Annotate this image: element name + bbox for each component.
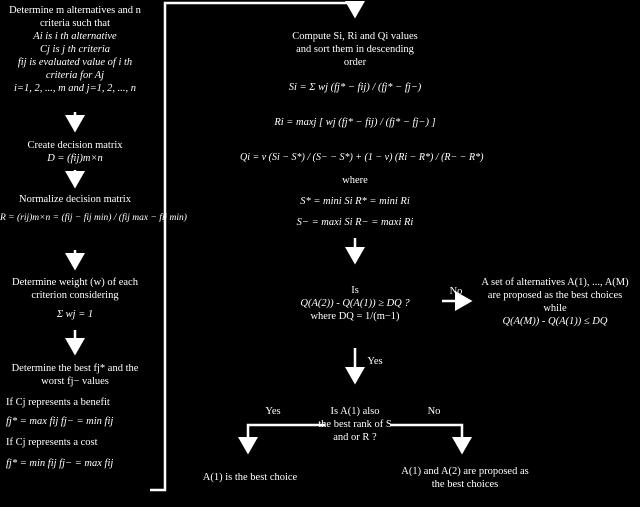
arrow-decision2-no	[390, 423, 472, 455]
step2-decision-matrix: Create decision matrix D = (fij)m×n	[27, 140, 123, 164]
step1-define-problem: Determine m alternatives and n criteria …	[9, 5, 141, 94]
decision1-yes-label: Yes	[367, 356, 383, 367]
decision2-no-label: No	[427, 406, 441, 417]
decision2-acceptable-stability: Is A(1) also the best rank of S and or R…	[318, 406, 392, 443]
connector-left-to-middle	[150, 1, 365, 492]
step3-normalize: Normalize decision matrix R = (rij)m×n =…	[0, 194, 187, 223]
decision1-no-label: No	[449, 286, 463, 297]
decision1-acceptable-advantage: Is Q(A(2)) - Q(A(1)) ≥ DQ ? where DQ = 1…	[300, 285, 410, 322]
decision2-yes-label: Yes	[265, 406, 281, 417]
step4-weights: Determine weight (w) of each criterion c…	[12, 277, 138, 320]
arrow-decision2-yes	[238, 423, 325, 455]
step5-best-worst: Determine the best fj* and the worst fj−…	[6, 363, 139, 469]
outcome-both-proposed: A(1) and A(2) are proposed as the best c…	[401, 466, 529, 490]
step6-compute-sqr: Compute Si, Ri and Qi values and sort th…	[240, 31, 484, 228]
outcome-best-choice: A(1) is the best choice	[202, 472, 298, 483]
no-outcome-set-of-alternatives: A set of alternatives A(1), ..., A(M) ar…	[481, 277, 629, 327]
